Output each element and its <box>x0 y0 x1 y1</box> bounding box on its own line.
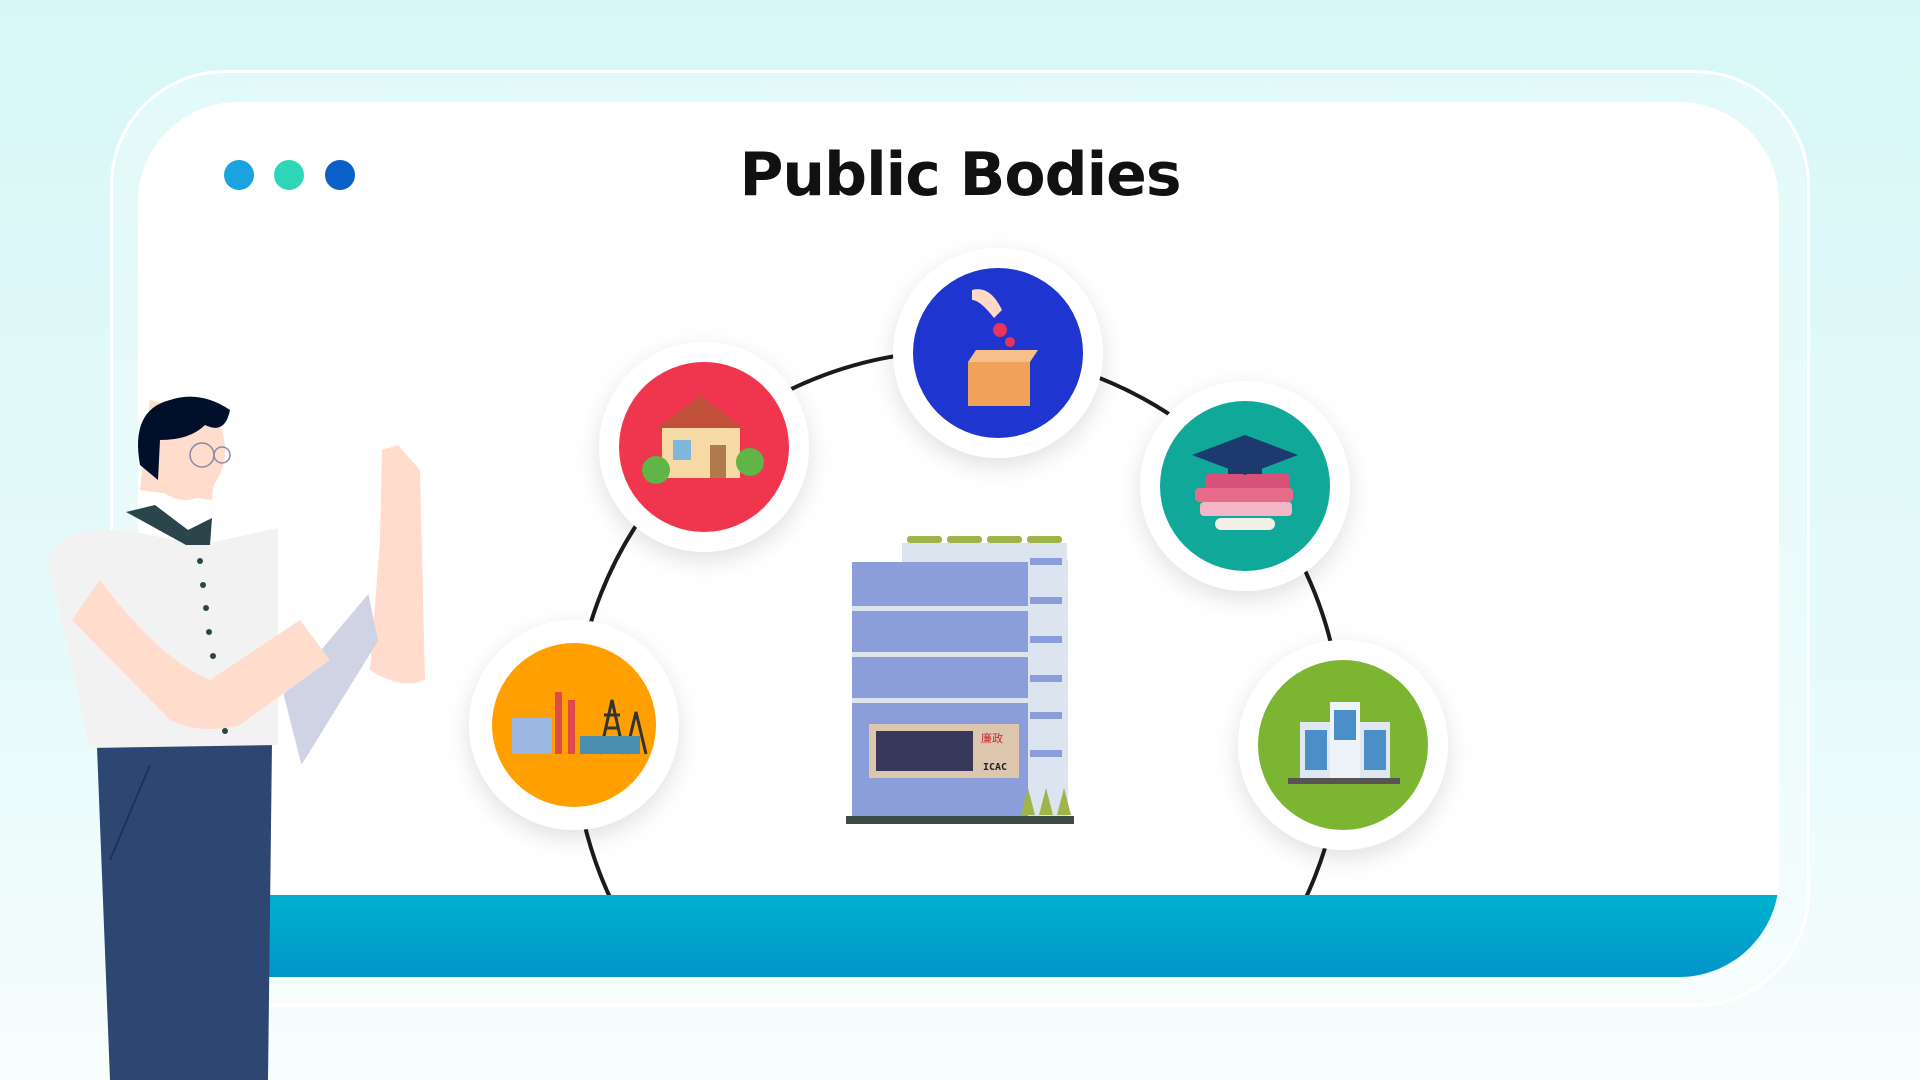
category-power-plant[interactable] <box>469 620 679 830</box>
window-dot-navy <box>325 160 355 190</box>
icac-seal: 廉政 <box>981 731 1003 745</box>
icac-building: 廉政 ICAC <box>846 536 1074 824</box>
presenter-illustration <box>48 396 425 1080</box>
education-icon <box>1192 435 1298 530</box>
category-hospital[interactable] <box>1238 640 1448 850</box>
hospital-icon <box>1288 702 1400 784</box>
category-education[interactable] <box>1140 381 1350 591</box>
page-title: Public Bodies <box>739 140 1181 210</box>
category-housing[interactable] <box>599 342 809 552</box>
category-donation[interactable] <box>893 248 1103 458</box>
icac-logo-text: ICAC <box>983 762 1007 773</box>
window-dot-green <box>274 160 304 190</box>
power-plant-icon <box>512 692 648 755</box>
donation-box-icon <box>968 289 1038 406</box>
bottom-bar <box>138 895 1779 977</box>
housing-icon <box>642 395 764 484</box>
window-dot-blue <box>224 160 254 190</box>
